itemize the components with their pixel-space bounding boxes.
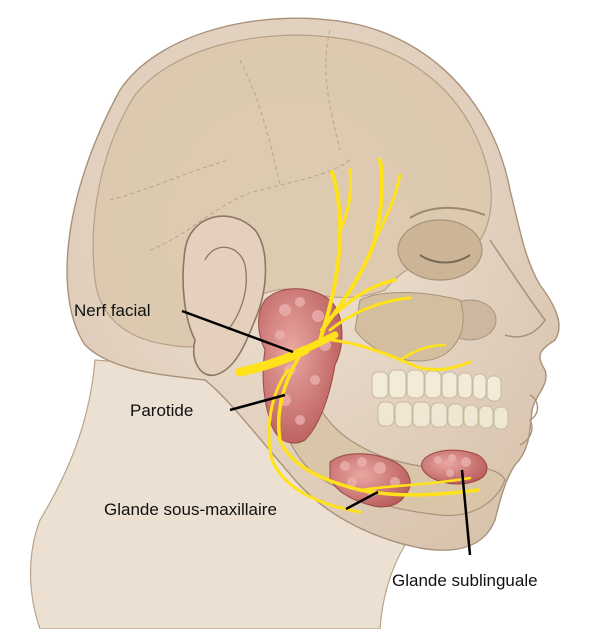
upper-teeth (372, 370, 501, 401)
sublingual-label: Glande sublinguale (392, 572, 538, 589)
lower-teeth (378, 402, 508, 429)
submandibular-label: Glande sous-maxillaire (104, 501, 277, 518)
facial-nerve-label: Nerf facial (74, 302, 151, 319)
parotid-label: Parotide (130, 402, 193, 419)
eye-socket (398, 220, 482, 280)
